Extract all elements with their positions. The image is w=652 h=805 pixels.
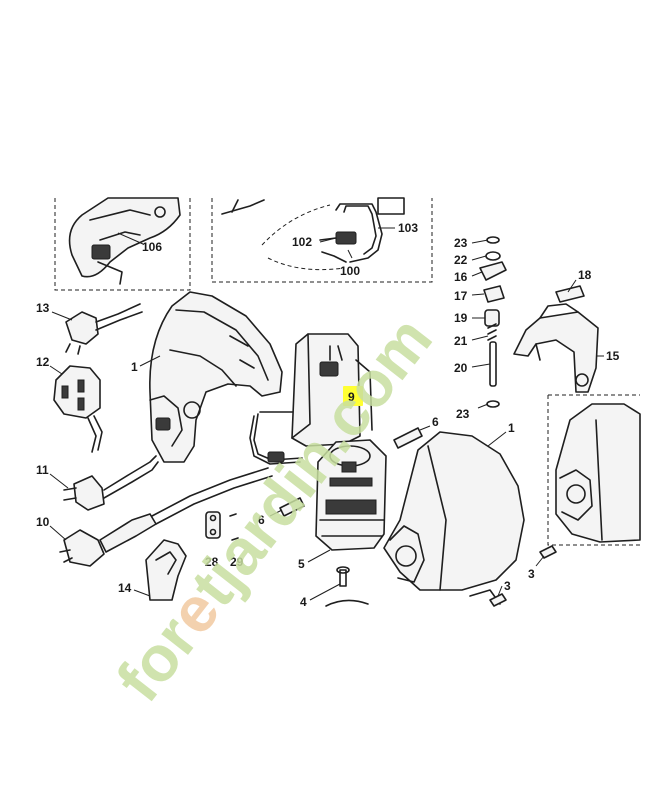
leader-102 xyxy=(319,237,337,243)
part-15-handle-bracket xyxy=(513,285,599,393)
leader-6a xyxy=(419,425,431,431)
label-3-right: 3 xyxy=(528,567,535,581)
label-14: 14 xyxy=(118,581,132,595)
label-100: 100 xyxy=(340,264,360,278)
label-5: 5 xyxy=(298,557,305,571)
leader-5 xyxy=(307,549,331,563)
part-12-plug xyxy=(53,365,103,453)
label-13: 13 xyxy=(36,301,50,315)
label-23-bottom: 23 xyxy=(456,407,470,421)
leader-1a xyxy=(139,355,161,367)
label-6-bottom: 6 xyxy=(258,513,265,527)
label-23-top: 23 xyxy=(454,236,468,250)
label-103: 103 xyxy=(398,221,418,235)
leader-17 xyxy=(471,293,485,296)
leader-18 xyxy=(567,279,577,293)
part-1-left-housing xyxy=(149,291,283,463)
label-6-top: 6 xyxy=(432,415,439,429)
leader-106 xyxy=(117,232,144,245)
label-20: 20 xyxy=(454,361,468,375)
leader-11 xyxy=(49,473,69,489)
part-right-inset-housing xyxy=(555,403,641,543)
label-12: 12 xyxy=(36,355,50,369)
label-4: 4 xyxy=(300,595,307,609)
label-10: 10 xyxy=(36,515,50,529)
part-28-29 xyxy=(205,511,239,541)
part-10-plug xyxy=(59,467,273,567)
part-13-plug xyxy=(65,303,143,355)
label-9: 9 xyxy=(348,390,355,404)
leader-6b xyxy=(269,509,283,517)
leader-20 xyxy=(471,363,491,368)
part-14-handle xyxy=(145,539,187,601)
part-4-screw xyxy=(325,566,369,607)
label-19: 19 xyxy=(454,311,468,325)
part-11-plug xyxy=(63,455,159,511)
label-28: 28 xyxy=(205,555,219,569)
leader-10 xyxy=(49,525,67,541)
leader-100 xyxy=(347,249,353,259)
leader-16 xyxy=(471,271,483,277)
label-18: 18 xyxy=(578,268,592,282)
label-16: 16 xyxy=(454,270,468,284)
part-106-housing xyxy=(68,197,181,285)
label-106: 106 xyxy=(142,240,162,254)
part-9-module xyxy=(291,333,373,447)
leader-23b xyxy=(477,403,489,409)
part-1-right-housing xyxy=(383,431,525,605)
leader-23a xyxy=(471,239,489,244)
label-1-left: 1 xyxy=(131,360,138,374)
part-wiring-assembly xyxy=(221,197,405,271)
highlight-9 xyxy=(343,386,363,406)
label-3-bottom: 3 xyxy=(504,579,511,593)
label-22: 22 xyxy=(454,253,468,267)
inset-box-106 xyxy=(54,198,191,291)
inset-box-wiring xyxy=(211,198,433,283)
part-5-motor xyxy=(315,439,387,551)
part-6-brush xyxy=(279,427,423,517)
leader-3a xyxy=(535,555,545,567)
label-21: 21 xyxy=(454,334,468,348)
leader-12 xyxy=(49,365,63,375)
label-11: 11 xyxy=(36,463,49,477)
leader-1b xyxy=(487,431,507,447)
label-102: 102 xyxy=(292,235,312,249)
leader-4 xyxy=(309,583,341,601)
small-parts-column xyxy=(479,236,507,408)
label-17: 17 xyxy=(454,289,468,303)
leader-13 xyxy=(51,311,73,321)
label-1-right: 1 xyxy=(508,421,515,435)
leader-14 xyxy=(133,589,151,597)
inset-box-right xyxy=(547,394,640,546)
leader-22 xyxy=(471,255,487,261)
label-29: 29 xyxy=(230,555,244,569)
label-15: 15 xyxy=(606,349,620,363)
leader-21 xyxy=(471,335,489,341)
leader-3b xyxy=(497,585,503,597)
